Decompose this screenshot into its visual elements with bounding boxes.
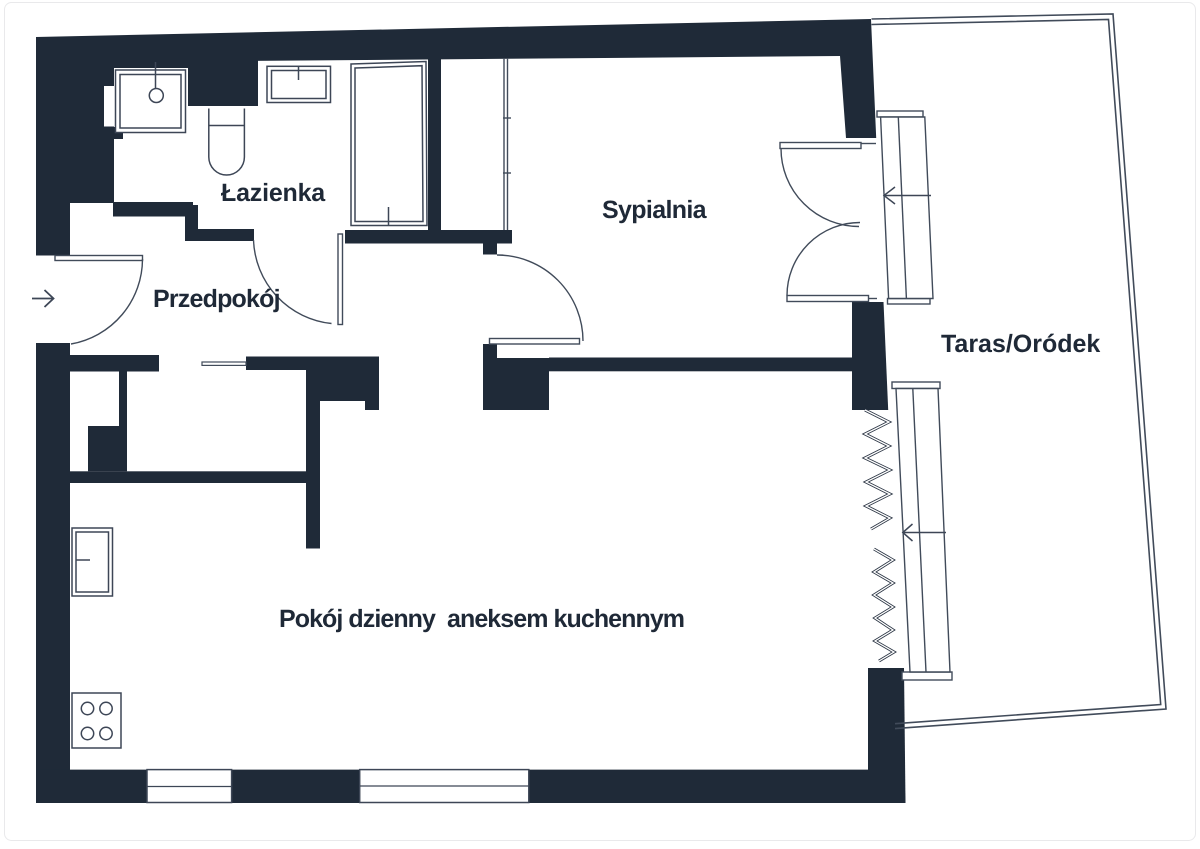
svg-text:Przedpokój: Przedpokój	[153, 285, 280, 313]
svg-text:Taras/Oródek: Taras/Oródek	[941, 330, 1100, 358]
svg-text:Łazienka: Łazienka	[221, 179, 326, 207]
svg-text:Sypialnia: Sypialnia	[602, 196, 708, 224]
svg-text:Pokój dzienny aneksem kuchenn: Pokój dzienny aneksem kuchennym	[279, 605, 684, 633]
